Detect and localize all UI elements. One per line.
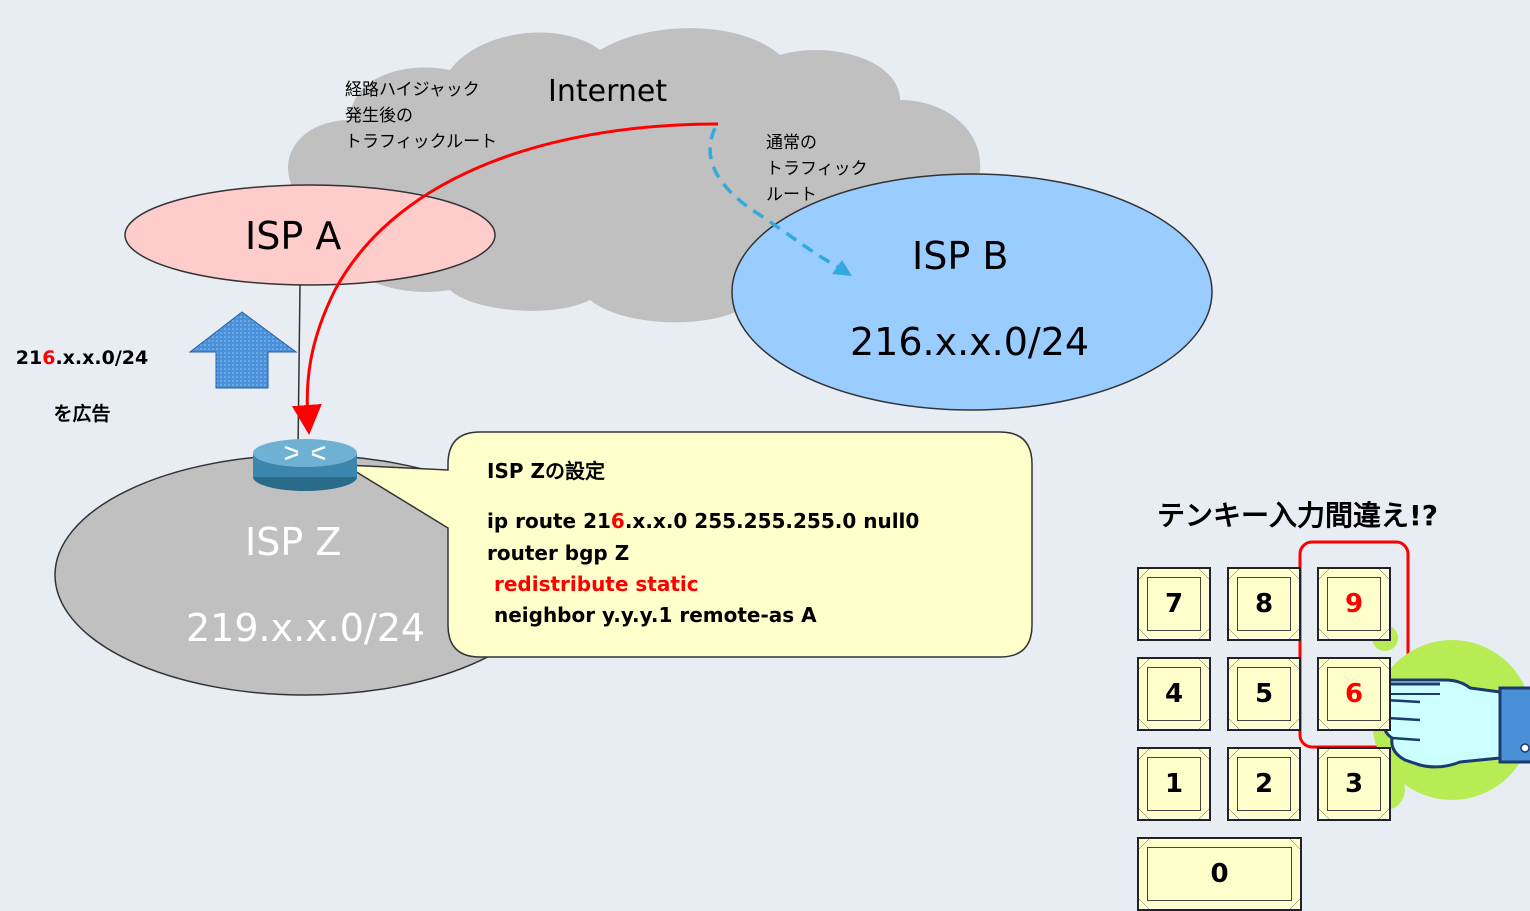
- config-line1-post: .x.x.0 255.255.255.0 null0: [624, 509, 920, 533]
- advertise-up-arrow: [188, 311, 298, 389]
- hijack-route-arrow: [291, 122, 719, 435]
- isp-z-prefix: 219.x.x.0/24: [186, 606, 426, 650]
- key-5[interactable]: 5: [1227, 657, 1301, 731]
- key-2[interactable]: 2: [1227, 747, 1301, 821]
- isp-b-prefix: 216.x.x.0/24: [850, 320, 1090, 364]
- advertise-prefix-highlight: 6: [42, 347, 56, 369]
- key-7[interactable]: 7: [1137, 567, 1211, 641]
- key-6[interactable]: 6: [1317, 657, 1391, 731]
- key-1[interactable]: 1: [1137, 747, 1211, 821]
- config-line1-highlight: 6: [610, 509, 625, 533]
- isp-b-label: ISP B: [912, 234, 1009, 278]
- keypad-title: テンキー入力間違え!?: [1157, 499, 1439, 532]
- key-3[interactable]: 3: [1317, 747, 1391, 821]
- hijack-route-label: 経路ハイジャック 発生後の トラフィックルート: [345, 80, 498, 152]
- advertise-label: 216.x.x.0/24 を広告: [12, 316, 152, 428]
- config-line1-pre: ip route 21: [487, 509, 611, 533]
- config-line3: redistribute static: [487, 572, 699, 596]
- key-0[interactable]: 0: [1137, 837, 1302, 911]
- advertise-prefix-post: .x.x.0/24: [55, 347, 149, 369]
- advertise-line2: を広告: [53, 403, 111, 425]
- isp-b-ellipse: [731, 173, 1213, 411]
- internet-label: Internet: [548, 74, 668, 109]
- isp-z-label: ISP Z: [245, 520, 342, 564]
- advertise-prefix-pre: 21: [15, 347, 43, 369]
- config-line1: ip route 216.x.x.0 255.255.255.0 null0: [487, 505, 919, 537]
- config-title: ISP Zの設定: [487, 459, 605, 483]
- isp-a-router-link: [297, 284, 301, 451]
- normal-route-arrow: [708, 127, 841, 270]
- isp-a-label: ISP A: [245, 214, 342, 258]
- config-line2: router bgp Z: [487, 541, 630, 565]
- config-line4: neighbor y.y.y.1 remote-as A: [487, 603, 817, 627]
- normal-route-arrowhead: [832, 260, 852, 276]
- router-icon: [253, 439, 357, 491]
- key-4[interactable]: 4: [1137, 657, 1211, 731]
- normal-route-label: 通常の トラフィック ルート: [766, 133, 868, 205]
- key-8[interactable]: 8: [1227, 567, 1301, 641]
- key-9[interactable]: 9: [1317, 567, 1391, 641]
- config-callout: [344, 431, 1033, 658]
